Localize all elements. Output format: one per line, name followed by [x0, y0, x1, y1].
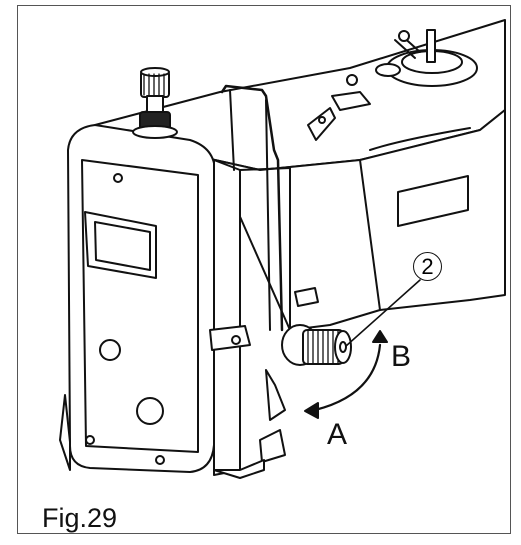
callout-leader	[345, 279, 421, 347]
direction-label-a: A	[327, 418, 348, 451]
front-panel	[213, 159, 241, 476]
spool-mechanism	[331, 29, 478, 111]
figure-caption: Fig.29	[42, 503, 118, 533]
direction-label-b: B	[391, 340, 412, 373]
callout-number: 2	[413, 252, 442, 281]
lifter-handle	[220, 84, 284, 332]
pressure-knob	[132, 67, 178, 139]
direction-arrow	[313, 343, 382, 412]
adjusting-dial	[281, 324, 352, 366]
arm-window	[397, 175, 469, 227]
